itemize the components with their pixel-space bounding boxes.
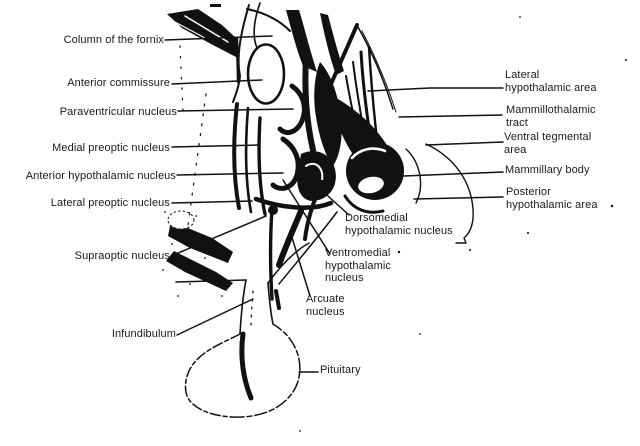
brain-section-art <box>162 2 627 432</box>
label-mammillary-body: Mammillary body <box>505 164 590 176</box>
leader-paraventricular-nucleus <box>177 108 294 112</box>
leader-lateral-hypothalamic-area <box>367 87 504 92</box>
leader-column-of-the-fornix <box>164 35 273 41</box>
leader-anterior-commissure <box>171 79 263 85</box>
mammillothalamic-tract-fan <box>345 45 379 152</box>
label-medial-preoptic-nucleus: Medial preoptic nucleus <box>52 142 170 154</box>
label-supraoptic-nucleus: Supraoptic nucleus <box>74 250 170 262</box>
midbrain-contour <box>425 143 474 244</box>
label-pituitary: Pituitary <box>320 364 361 376</box>
mammillary-body-blob <box>343 142 422 214</box>
leader-lateral-preoptic-nucleus <box>171 200 253 204</box>
leader-infundibulum <box>176 298 254 336</box>
leader-supraoptic-nucleus <box>170 215 267 257</box>
tuberal-region <box>268 180 338 310</box>
central-nuclei-texture <box>253 55 336 210</box>
leader-ventral-tegmental-area <box>425 141 504 146</box>
leader-arcuate-nucleus <box>289 230 311 297</box>
label-infundibulum: Infundibulum <box>111 328 176 340</box>
fornix-column <box>232 2 291 103</box>
label-paraventricular-nucleus: Paraventricular nucleus <box>59 106 177 118</box>
leader-anterior-hypothalamic-nucleus <box>176 172 284 176</box>
leader-medial-preoptic-nucleus <box>171 144 259 148</box>
pituitary-outline <box>175 242 310 418</box>
anterior-commissure-oval <box>246 43 286 105</box>
stipple-dots <box>162 211 223 297</box>
dotted-margin-lines <box>179 45 207 226</box>
leader-ventromedial-hypothalamic-nucleus <box>282 179 331 255</box>
top-tick-mark <box>210 4 221 7</box>
scan-specks <box>299 16 627 432</box>
label-anterior-hypothalamic-nucleus: Anterior hypothalamic nucleus <box>25 170 176 182</box>
optic-chiasm-streaks <box>162 210 233 297</box>
leader-mammillothalamic-tract <box>398 114 503 118</box>
leader-mammillary-body <box>403 171 504 177</box>
label-column-of-the-fornix: Column of the fornix <box>63 34 164 46</box>
leader-dorsomedial-hypothalamic-nucleus <box>317 186 350 216</box>
preoptic-bands <box>232 102 267 216</box>
label-lateral-preoptic-nucleus: Lateral preoptic nucleus <box>50 197 170 209</box>
leader-posterior-hypothalamic-area <box>413 196 504 200</box>
fornix-peak <box>329 23 397 113</box>
label-anterior-commissure: Anterior commissure <box>67 77 170 89</box>
septal-dark-wedges <box>286 10 344 166</box>
leader-lines <box>164 35 504 373</box>
top-dark-band <box>167 4 240 84</box>
